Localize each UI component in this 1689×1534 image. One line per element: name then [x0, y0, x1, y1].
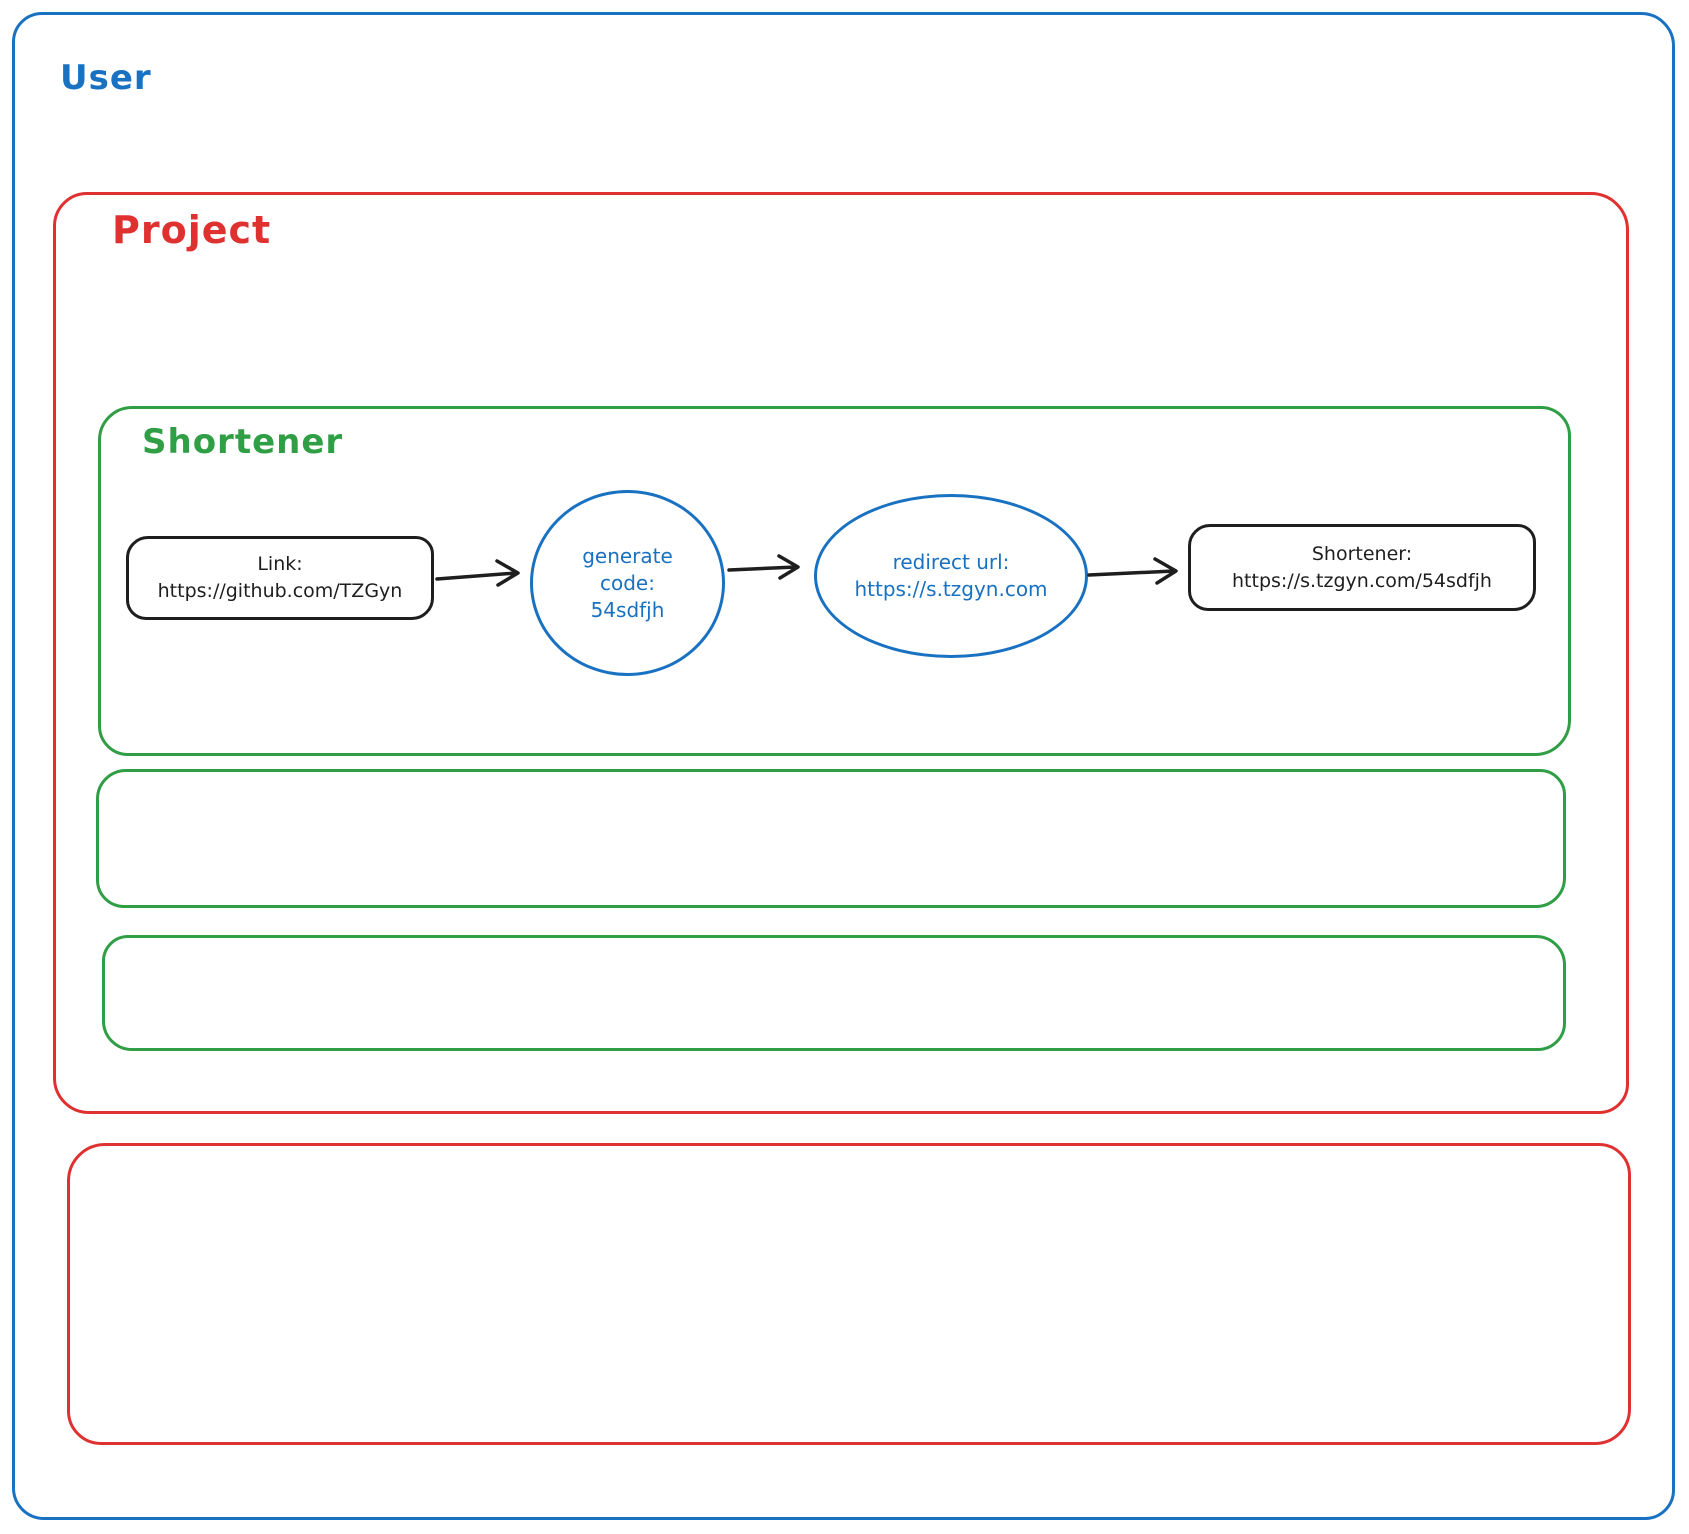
- redirect-url-node: redirect url: https://s.tzgyn.com: [814, 494, 1088, 658]
- generate-code-line1: generate: [582, 543, 673, 568]
- arrow-right-icon: [434, 552, 530, 598]
- redirect-url-line1: redirect url:: [892, 550, 1010, 574]
- empty-service-box-2: [102, 935, 1566, 1051]
- empty-project-box: [67, 1143, 1631, 1445]
- generate-code-line2: code:: [600, 570, 655, 595]
- link-node: Link: https://github.com/TZGyn: [126, 536, 434, 620]
- link-node-url: https://github.com/TZGyn: [157, 580, 403, 602]
- generate-code-node: generate code: 54sdfjh: [530, 490, 725, 676]
- shortened-link-title: Shortener:: [1311, 542, 1413, 565]
- arrow-right-icon: [726, 546, 814, 590]
- shortener-container-box: [98, 406, 1571, 756]
- shortener-label: Shortener: [142, 422, 344, 462]
- user-container-box: [12, 12, 1675, 1520]
- generate-code-line3: 54sdfjh: [590, 597, 665, 622]
- project-label: Project: [112, 208, 272, 252]
- user-label: User: [60, 58, 152, 98]
- project-container-box: [53, 192, 1629, 1114]
- shortened-link-node: Shortener: https://s.tzgyn.com/54sdfjh: [1188, 524, 1536, 611]
- redirect-url-line2: https://s.tzgyn.com: [854, 577, 1048, 601]
- empty-service-box-1: [96, 769, 1566, 908]
- shortened-link-url: https://s.tzgyn.com/54sdfjh: [1232, 569, 1492, 592]
- link-node-title: Link:: [257, 553, 303, 575]
- arrow-right-icon: [1086, 550, 1190, 596]
